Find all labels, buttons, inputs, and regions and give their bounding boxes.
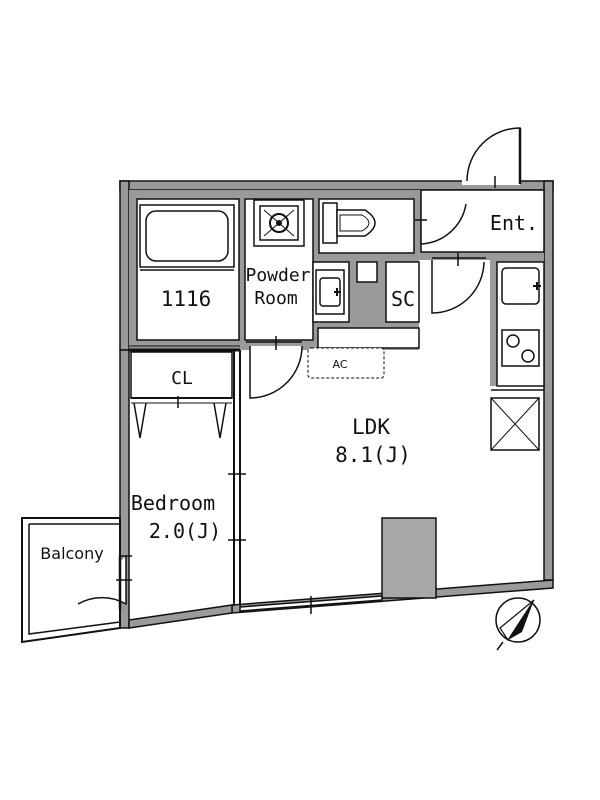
unit-bath-label: 1116 xyxy=(161,287,212,311)
wall-left-upper xyxy=(119,180,130,351)
entrance-label: Ent. xyxy=(490,211,538,235)
kitchen xyxy=(490,261,545,451)
toilet-room xyxy=(318,198,415,283)
entrance: Ent. xyxy=(415,127,545,314)
balcony-door-icon xyxy=(77,556,127,606)
pipe-space xyxy=(356,261,378,283)
closet-label: CL xyxy=(171,368,193,389)
powder-room-label-1: Powder xyxy=(245,265,310,286)
powder-room-door xyxy=(246,336,303,399)
balcony: Balcony xyxy=(21,517,132,644)
shoe-closet: SC xyxy=(385,261,420,323)
balcony-label: Balcony xyxy=(40,544,103,563)
structural-pillar xyxy=(381,517,437,599)
closet: CL xyxy=(130,351,233,439)
stove-icon xyxy=(501,329,540,367)
closet-door-right xyxy=(213,402,227,439)
shoe-closet-box xyxy=(385,261,420,323)
shoe-closet-label: SC xyxy=(391,287,415,311)
ldk-size-label: 8.1(J) xyxy=(335,443,411,467)
inner-door-icon xyxy=(431,260,485,314)
ldk-room: LDK 8.1(J) xyxy=(239,415,437,614)
closet-door-left xyxy=(133,402,147,439)
balcony-wall xyxy=(21,517,121,644)
powder-room-label-2: Room xyxy=(254,288,297,309)
wall-bottom-bedroom xyxy=(128,604,233,629)
door-swing-icon xyxy=(249,345,303,399)
wall-right xyxy=(543,180,554,581)
powder-room: Powder Room xyxy=(244,198,350,341)
bedroom-size-label: 2.0(J) xyxy=(149,519,221,543)
toilet-door-icon xyxy=(420,196,467,245)
ldk-label: LDK xyxy=(352,415,390,439)
ac-unit: AC xyxy=(307,347,385,379)
bathtub-inner xyxy=(145,210,229,262)
ac-box xyxy=(307,347,385,379)
toilet-tank xyxy=(322,202,338,244)
entrance-door-icon xyxy=(466,127,521,182)
unit-bath: 1116 xyxy=(136,198,240,341)
ac-label: AC xyxy=(332,358,347,371)
bedroom: Bedroom 2.0(J) xyxy=(131,491,221,543)
bedroom-label: Bedroom xyxy=(131,491,215,515)
hall-shelf xyxy=(317,327,420,349)
partition-walls xyxy=(129,345,246,606)
north-arrow-icon xyxy=(495,597,541,651)
